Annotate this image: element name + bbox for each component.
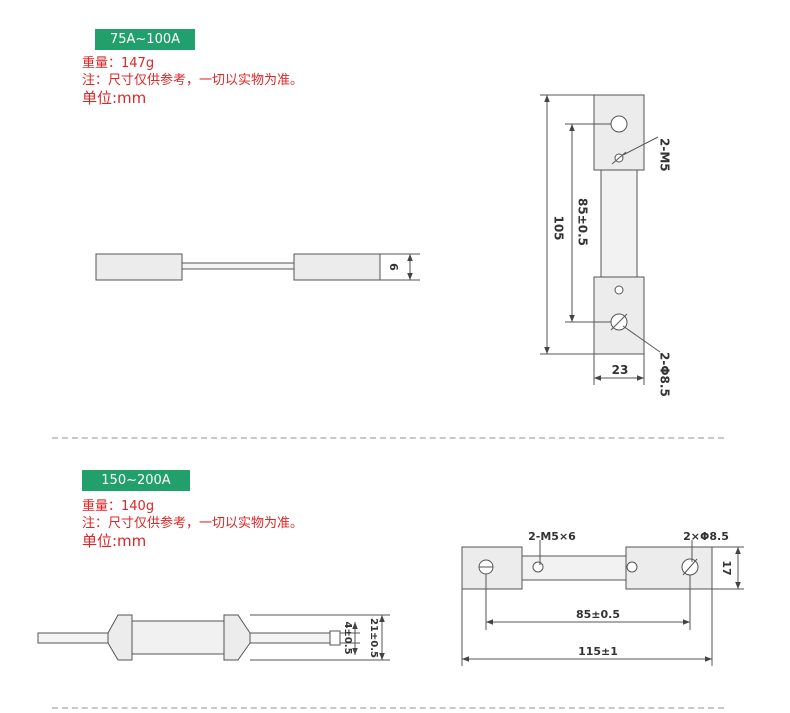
- side-view-shunt-2: [37, 614, 390, 661]
- unit-text: 单位:mm: [82, 532, 147, 550]
- current-range-badge: 150~200A: [82, 470, 190, 491]
- disclaimer-text: 注：尺寸仅供参考，一切以实物为准。: [82, 516, 304, 531]
- spec-notes: 重量：147g 注：尺寸仅供参考，一切以实物为准。 单位:mm: [82, 55, 303, 108]
- thick-dimension-label: 21±0.5: [368, 618, 379, 658]
- inner-dimension-label: 85±0.5: [576, 608, 620, 621]
- weight-text: 重量：140g: [82, 499, 155, 514]
- terminal-block-left: [461, 546, 523, 590]
- terminal-block-right: [625, 546, 713, 590]
- width-dimension-label: 23: [612, 363, 629, 377]
- hole-label: 2×Φ8.5: [683, 530, 729, 543]
- overall-dimension-label: 115±1: [578, 645, 618, 658]
- thread-hole: [614, 285, 624, 295]
- inner-dimension-label: 85±0.5: [576, 198, 590, 246]
- disclaimer-text: 注：尺寸仅供参考，一切以实物为准。: [82, 73, 304, 88]
- terminal-right: [223, 614, 251, 661]
- side-view-shunt-1: [95, 253, 420, 281]
- height-dimension-label: 17: [720, 560, 733, 575]
- terminal-left: [107, 614, 133, 661]
- thread-label: 2-M5: [658, 138, 672, 172]
- lead-tab-right: [249, 632, 331, 644]
- hole-label: 2-Φ8.5: [658, 352, 672, 397]
- thread-hole: [626, 561, 638, 573]
- overall-dimension-label: 105: [552, 215, 566, 240]
- resistor-body: [131, 620, 225, 655]
- spec-notes: 重量：140g 注：尺寸仅供参考，一切以实物为准。 单位:mm: [82, 498, 303, 551]
- lead-tab-left: [37, 632, 109, 644]
- unit-text: 单位:mm: [82, 89, 147, 107]
- top-view-shunt-1: [540, 94, 661, 385]
- lead-end: [329, 630, 341, 646]
- thin-dimension-label: 4±0.5: [342, 621, 353, 654]
- resistor-strip: [600, 169, 638, 278]
- thread-label: 2-M5×6: [528, 530, 576, 543]
- section-divider: [52, 437, 724, 439]
- resistor-strip: [181, 262, 295, 270]
- terminal-block-left: [95, 253, 183, 281]
- current-range-badge: 75A~100A: [95, 29, 195, 50]
- terminal-block-right: [293, 253, 381, 281]
- section-divider: [52, 707, 724, 709]
- top-view-shunt-2: [461, 540, 744, 666]
- mounting-hole: [610, 115, 628, 133]
- thread-hole: [532, 561, 544, 573]
- side-dimension-label: 6: [387, 263, 400, 271]
- weight-text: 重量：147g: [82, 56, 155, 71]
